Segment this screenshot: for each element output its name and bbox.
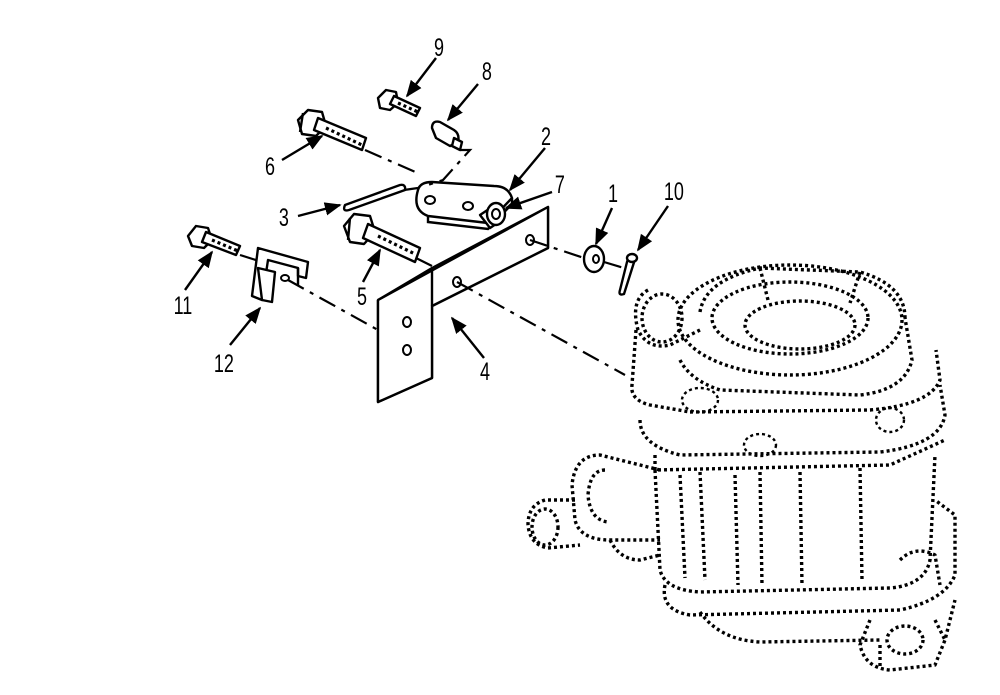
retaining-clip	[250, 246, 310, 304]
cotter-pin	[618, 252, 639, 296]
bolt-large	[342, 212, 422, 264]
bolt-long	[296, 108, 368, 152]
pin	[342, 183, 407, 212]
spacer	[478, 201, 507, 230]
callout-5: 5	[357, 282, 367, 311]
bolt-clip	[186, 224, 242, 257]
washer	[582, 244, 606, 274]
callout-3: 3	[279, 203, 289, 232]
callout-2: 2	[541, 122, 551, 151]
callout-6: 6	[265, 152, 275, 181]
callout-labels: 1 2 3 4 5 6 7 8 9 10 11 12	[174, 33, 684, 386]
carburetor-phantom-outline	[526, 263, 957, 672]
callout-9: 9	[434, 33, 444, 62]
bolt-small-top	[376, 88, 422, 118]
callout-4: 4	[480, 357, 490, 386]
leader-arrows	[184, 57, 669, 359]
callout-8: 8	[482, 57, 492, 86]
callout-11: 11	[174, 291, 193, 320]
callout-7: 7	[555, 170, 565, 199]
sleeve-nut	[430, 120, 464, 152]
callout-10: 10	[664, 177, 684, 206]
assembly-centerlines	[239, 148, 626, 376]
callout-12: 12	[214, 349, 234, 378]
callout-1: 1	[608, 179, 618, 208]
mounting-bracket	[376, 205, 550, 404]
